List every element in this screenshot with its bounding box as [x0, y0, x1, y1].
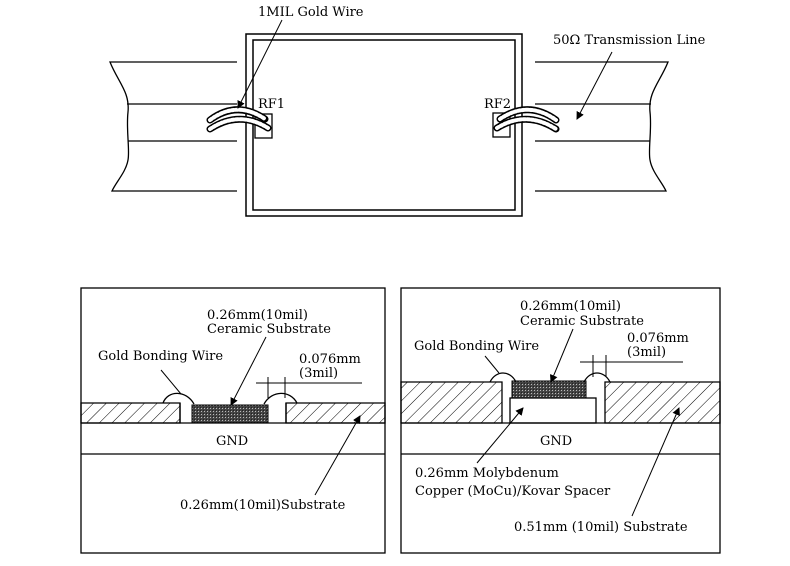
top-view: RF1 RF2 1MIL Gold Wire 50Ω Transmission …: [109, 5, 706, 217]
rf2-label: RF2: [484, 97, 511, 112]
right-spacer-label-1: 0.26mm Molybdenum: [415, 466, 559, 481]
left-substrate-label: 0.26mm(10mil)Substrate: [180, 498, 346, 513]
right-gap-label-2: (3mil): [627, 345, 666, 360]
right-substrate-leader: [631, 407, 680, 517]
right-section-wire-l: [489, 372, 517, 383]
left-bonding-label: Gold Bonding Wire: [98, 349, 223, 364]
left-section-wire-r: [263, 392, 298, 405]
left-substrate-leader: [314, 415, 361, 496]
left-line-board: [109, 61, 237, 192]
right-ceramic-leader: [549, 328, 574, 383]
right-bond-wires: [493, 106, 560, 133]
right-ceramic-label-2: Ceramic Substrate: [520, 314, 644, 329]
right-gap-label-1: 0.076mm: [627, 331, 689, 346]
right-line-board: [535, 61, 669, 192]
right-section-wire-r: [583, 372, 611, 383]
left-section-wire-l: [162, 392, 195, 405]
line-leader: [576, 51, 613, 120]
right-ceramic-label-1: 0.26mm(10mil): [520, 299, 621, 314]
left-ceramic-label-2: Ceramic Substrate: [207, 322, 331, 337]
left-bond-wires: [206, 106, 272, 133]
left-ceramic-label-1: 0.26mm(10mil): [207, 308, 308, 323]
wire-label: 1MIL Gold Wire: [258, 5, 364, 20]
left-gnd-label: GND: [216, 434, 248, 449]
right-bonding-leader: [484, 355, 500, 374]
right-gnd-label: GND: [540, 434, 572, 449]
right-spacer-leader: [476, 407, 524, 464]
rf1-label: RF1: [258, 97, 285, 112]
right-spacer-label-2: Copper (MoCu)/Kovar Spacer: [415, 484, 611, 499]
left-gap-label-1: 0.076mm: [299, 352, 361, 367]
left-bonding-leader: [160, 369, 182, 395]
wire-leader: [237, 19, 283, 109]
chip-package-outer: [245, 33, 523, 217]
left-ceramic-substrate: [191, 404, 269, 424]
left-gap-label-2: (3mil): [299, 366, 338, 381]
left-ceramic-leader: [230, 336, 267, 406]
right-bonding-label: Gold Bonding Wire: [414, 339, 539, 354]
left-section-view: GND 0.26mm(10mil) Ceramic Substrate Gold…: [80, 287, 386, 554]
right-substrate-label: 0.51mm (10mil) Substrate: [514, 520, 688, 535]
right-section-view: GND 0.26mm(10mil) Ceramic Substrate Gold…: [400, 287, 721, 554]
chip-package-inner: [252, 39, 516, 211]
right-spacer: [509, 397, 597, 424]
line-label: 50Ω Transmission Line: [553, 33, 706, 48]
right-ceramic-substrate: [511, 380, 587, 399]
